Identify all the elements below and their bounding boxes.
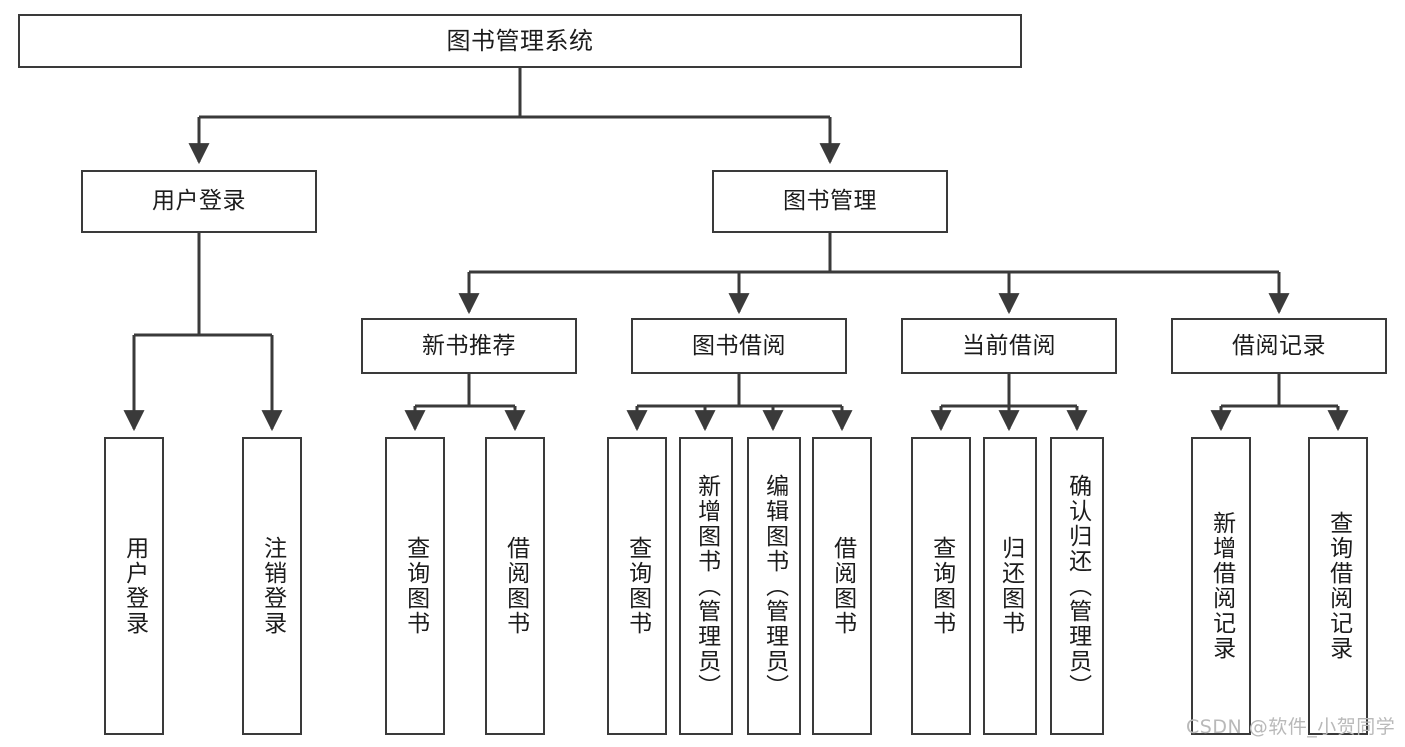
- node-leaf-borrow-record-query[interactable]: 查询借阅记录: [1308, 437, 1368, 735]
- node-label: 借阅记录: [1232, 332, 1326, 359]
- node-label: 查询图书: [624, 536, 651, 636]
- node-label: 查询图书: [928, 536, 955, 636]
- node-leaf-book-borrow-add[interactable]: 新增图书（管理员）: [679, 437, 733, 735]
- node-label: 查询借阅记录: [1325, 511, 1352, 661]
- node-label: 新增借阅记录: [1208, 511, 1235, 661]
- node-book-borrow[interactable]: 图书借阅: [631, 318, 847, 374]
- node-book-management[interactable]: 图书管理: [712, 170, 948, 233]
- node-label: 当前借阅: [962, 332, 1056, 359]
- node-leaf-user-login-signout[interactable]: 注销登录: [242, 437, 302, 735]
- node-label: 图书管理系统: [446, 27, 594, 55]
- node-current-borrow[interactable]: 当前借阅: [901, 318, 1117, 374]
- node-leaf-book-borrow-query[interactable]: 查询图书: [607, 437, 667, 735]
- node-label: 注销登录: [259, 536, 286, 636]
- node-label: 图书借阅: [692, 332, 786, 359]
- node-leaf-borrow-record-add[interactable]: 新增借阅记录: [1191, 437, 1251, 735]
- node-label: 编辑图书（管理员）: [761, 473, 788, 699]
- node-label: 用户登录: [121, 536, 148, 636]
- node-label: 新书推荐: [422, 332, 516, 359]
- node-leaf-book-borrow-edit[interactable]: 编辑图书（管理员）: [747, 437, 801, 735]
- node-leaf-current-borrow-confirm[interactable]: 确认归还（管理员）: [1050, 437, 1104, 735]
- node-borrow-record[interactable]: 借阅记录: [1171, 318, 1387, 374]
- node-root-book-management-system[interactable]: 图书管理系统: [18, 14, 1022, 68]
- csdn-watermark: CSDN @软件_小贺同学: [1186, 716, 1396, 738]
- node-label: 查询图书: [402, 536, 429, 636]
- node-label: 借阅图书: [829, 536, 856, 636]
- node-leaf-user-login-signin[interactable]: 用户登录: [104, 437, 164, 735]
- node-label: 图书管理: [783, 188, 877, 214]
- node-label: 确认归还（管理员）: [1064, 473, 1091, 699]
- node-user-login[interactable]: 用户登录: [81, 170, 317, 233]
- node-leaf-current-borrow-return[interactable]: 归还图书: [983, 437, 1037, 735]
- node-label: 新增图书（管理员）: [693, 473, 720, 699]
- node-leaf-book-borrow-lend[interactable]: 借阅图书: [812, 437, 872, 735]
- node-label: 归还图书: [997, 536, 1024, 636]
- node-leaf-new-book-query[interactable]: 查询图书: [385, 437, 445, 735]
- node-label: 借阅图书: [502, 536, 529, 636]
- node-label: 用户登录: [152, 188, 246, 214]
- node-leaf-current-borrow-query[interactable]: 查询图书: [911, 437, 971, 735]
- node-new-book-recommend[interactable]: 新书推荐: [361, 318, 577, 374]
- node-leaf-new-book-borrow[interactable]: 借阅图书: [485, 437, 545, 735]
